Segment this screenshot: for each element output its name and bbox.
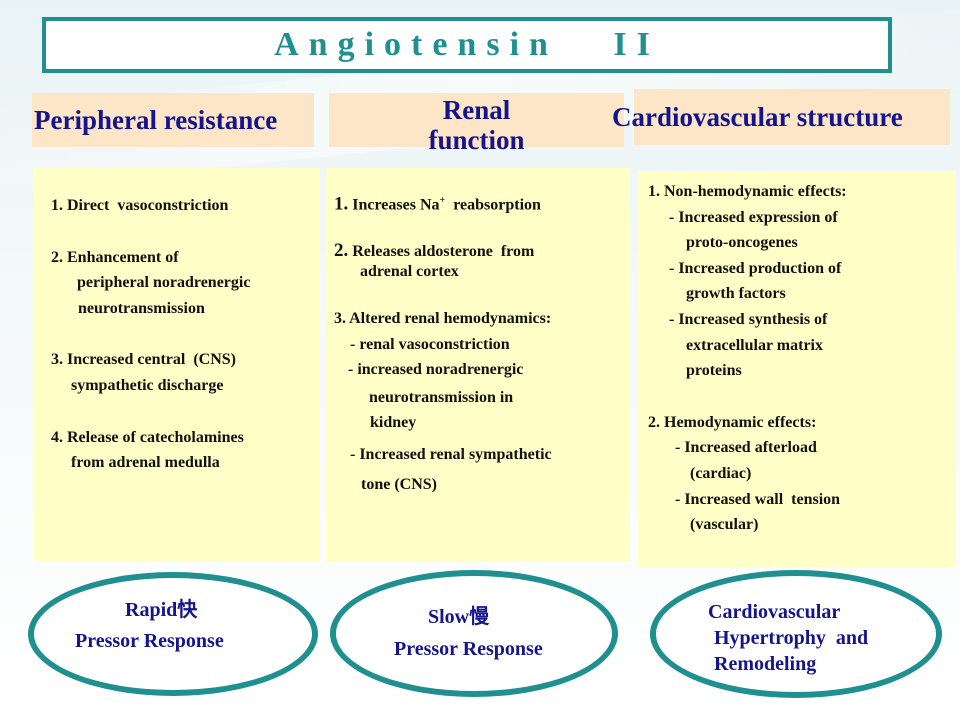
list-item: 1. Direct vasoconstriction (51, 197, 229, 214)
result-oval-slow: Slow慢 Pressor Response (330, 570, 618, 697)
header-text-line2: function (428, 125, 525, 155)
list-item: 2. Enhancement of peripheral noradrenerg… (51, 248, 251, 317)
list-item: 2. Releases aldosterone from adrenal cor… (334, 239, 535, 280)
result-line: Pressor Response (394, 638, 543, 660)
result-line: Remodeling (714, 653, 817, 675)
list-item: 1. Increases Na+ reabsorption (334, 193, 541, 215)
list-item: 3. Altered renal hemodynamics: - renal v… (334, 310, 552, 493)
result-line: Pressor Response (75, 630, 224, 652)
result-line: Hypertrophy and (714, 627, 869, 649)
header-cardiovascular-structure: Cardiovascular structure (612, 89, 950, 145)
result-line: Rapid快 (125, 599, 198, 621)
list-item: 1. Non-hemodynamic effects: - Increased … (648, 183, 847, 380)
panel-renal-function: 1. Increases Na+ reabsorption 2. Release… (326, 168, 630, 562)
header-text-line1: Renal (442, 95, 511, 125)
result-line: Cardiovascular (708, 601, 841, 623)
result-line: Slow慢 (428, 606, 490, 628)
header-text: Peripheral resistance (34, 104, 278, 135)
result-oval-hypertrophy: Cardiovascular Hypertrophy and Remodelin… (650, 570, 942, 698)
slide-title: Angiotensin II (274, 26, 660, 63)
panel-cardiovascular-structure: 1. Non-hemodynamic effects: - Increased … (638, 171, 956, 567)
title-box: Angiotensin II (42, 17, 892, 73)
header-text: Cardiovascular structure (612, 101, 903, 132)
list-item: 2. Hemodynamic effects: - Increased afte… (648, 413, 841, 534)
list-item: 4. Release of catecholamines from adrena… (51, 428, 244, 472)
header-peripheral-resistance: Peripheral resistance (32, 93, 314, 147)
header-renal-function: Renal function (329, 93, 624, 155)
result-oval-rapid: Rapid快 Pressor Response (28, 572, 318, 696)
list-item: 3. Increased central (CNS) sympathetic d… (51, 351, 237, 394)
panel-peripheral-resistance: 1. Direct vasoconstriction 2. Enhancemen… (34, 168, 320, 562)
